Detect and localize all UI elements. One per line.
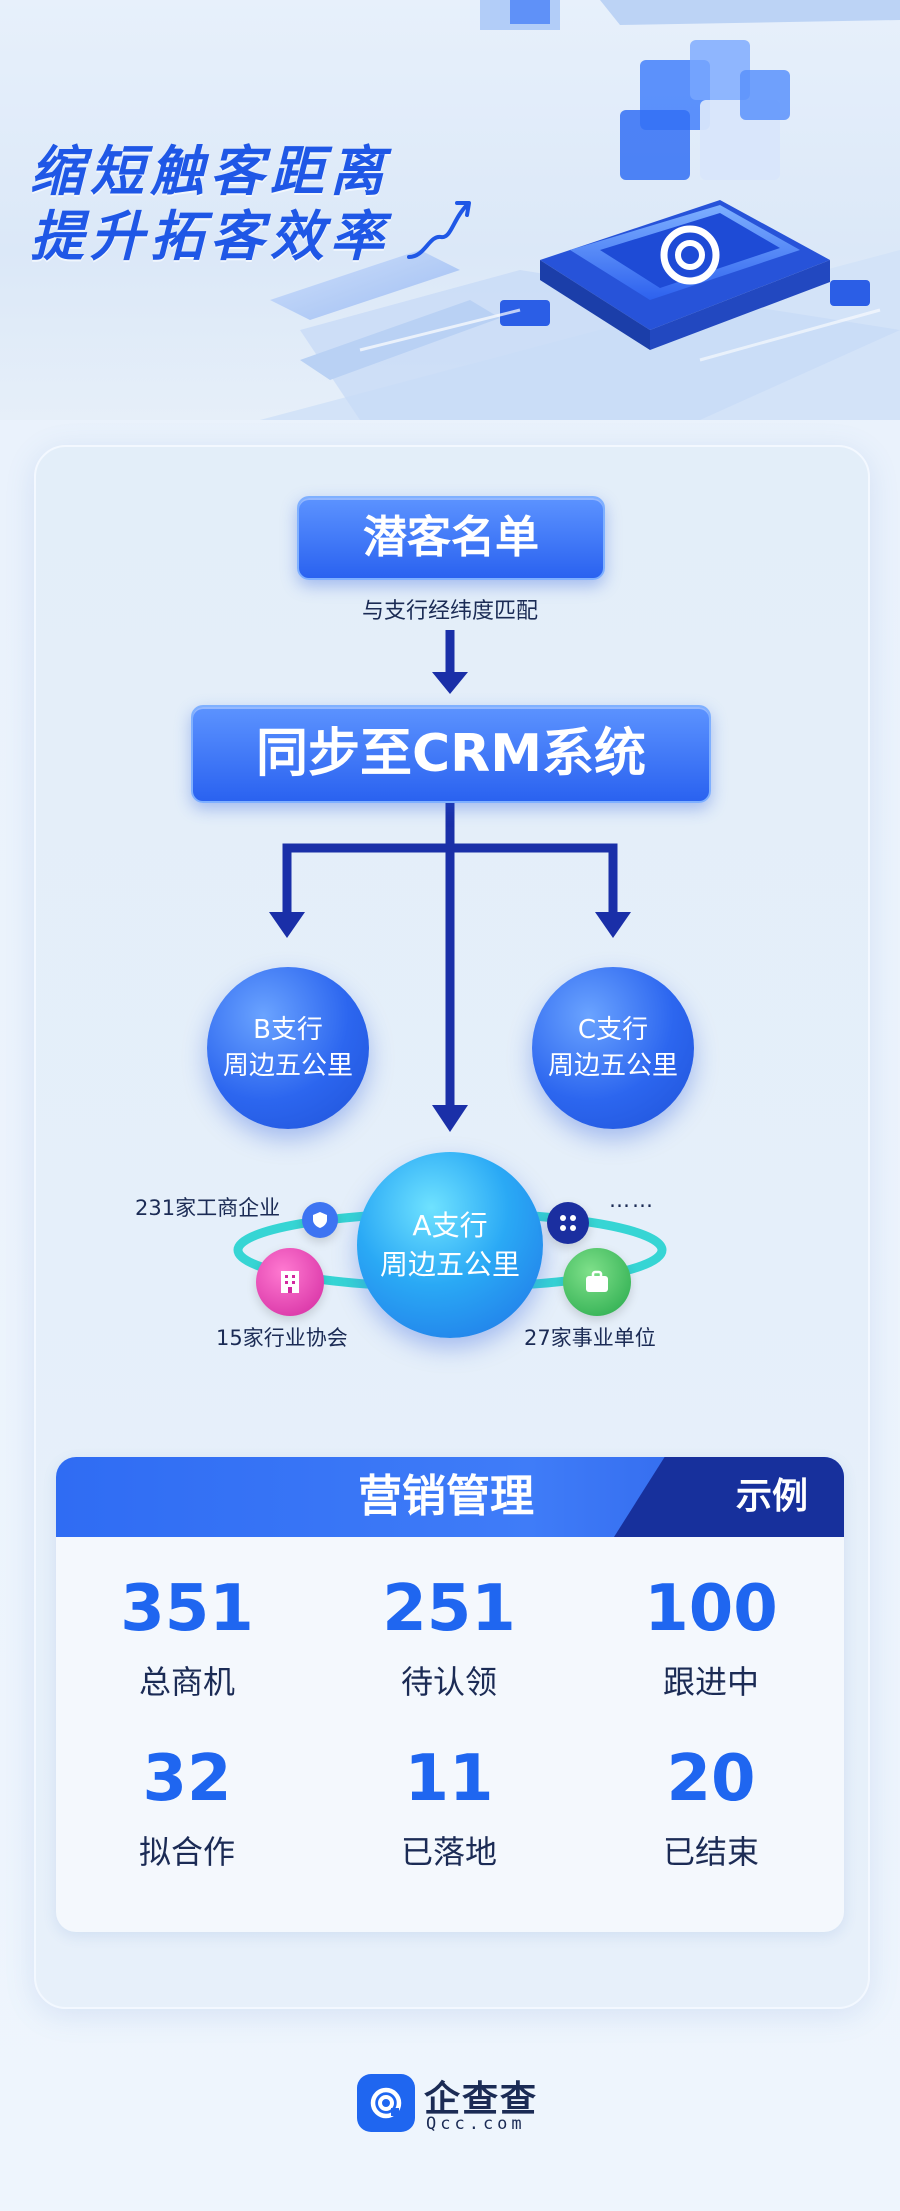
stat-label-landed: 已落地	[400, 1833, 497, 1871]
branch-b-name: B支行	[253, 1014, 323, 1045]
marketing-stats-card: 营销管理 示例 351 总商机 251 待认领 100 跟进中 32 拟合作 1…	[56, 1457, 844, 1932]
prospect-list-pill: 潜客名单	[297, 496, 605, 580]
stat-value-planned: 32	[142, 1742, 232, 1816]
stat-value-closed: 20	[666, 1742, 756, 1816]
stat-label-closed: 已结束	[662, 1833, 759, 1871]
label-more: ……	[609, 1188, 655, 1212]
branch-a-name: A支行	[412, 1208, 488, 1242]
branch-c-circle: C支行 周边五公里	[532, 967, 694, 1129]
stat-value-landed: 11	[404, 1742, 494, 1816]
example-tag: 示例	[735, 1476, 808, 1517]
label-institution: 27家事业单位	[524, 1326, 656, 1350]
building-icon	[256, 1248, 324, 1316]
trend-up-icon	[407, 201, 471, 259]
brand-name: 企查查	[424, 2079, 539, 2120]
qcc-logo-icon	[357, 2074, 415, 2132]
label-association: 15家行业协会	[216, 1326, 348, 1350]
branch-b-range: 周边五公里	[222, 1051, 353, 1081]
crm-sync-pill: 同步至CRM系统	[191, 705, 711, 803]
briefcase-icon	[563, 1248, 631, 1316]
stat-label-pending: 待认领	[400, 1663, 497, 1701]
stat-label-total: 总商机	[138, 1663, 235, 1701]
match-text: 与支行经纬度匹配	[361, 599, 538, 624]
hero-title-line1: 缩短触客距离	[30, 140, 390, 203]
stat-label-planned: 拟合作	[138, 1833, 235, 1871]
branch-c-name: C支行	[577, 1014, 649, 1045]
stat-value-total: 351	[120, 1572, 254, 1646]
shield-icon	[302, 1202, 338, 1238]
stat-value-following: 100	[644, 1572, 778, 1646]
stat-label-following: 跟进中	[662, 1663, 759, 1701]
branch-b-circle: B支行 周边五公里	[207, 967, 369, 1129]
stat-value-pending: 251	[382, 1572, 516, 1646]
label-enterprise: 231家工商企业	[135, 1196, 281, 1220]
branch-a-range: 周边五公里	[379, 1248, 520, 1281]
branch-a-circle: A支行 周边五公里	[357, 1152, 543, 1338]
brand-domain: Qcc.com	[426, 2114, 526, 2134]
stats-title: 营销管理	[358, 1471, 534, 1522]
apps-grid-icon	[547, 1202, 589, 1244]
branch-c-range: 周边五公里	[547, 1051, 678, 1081]
hero-illustration	[260, 0, 900, 420]
hero-banner: 缩短触客距离 提升拓客效率	[0, 0, 900, 420]
hero-title-line2: 提升拓客效率	[30, 205, 390, 268]
